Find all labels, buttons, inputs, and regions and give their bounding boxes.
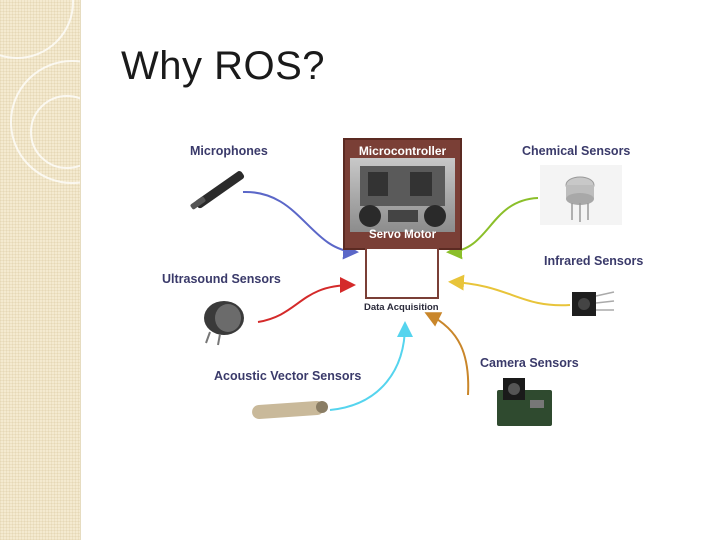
- chemical-arrow: [446, 197, 539, 260]
- label-infrared-sensors: Infrared Sensors: [544, 254, 644, 268]
- infrared-sensor-image: [572, 291, 615, 316]
- microphones-arrow: [242, 190, 359, 260]
- label-camera-sensors: Camera Sensors: [480, 356, 579, 370]
- microphone-image: [190, 171, 245, 210]
- chemical-sensor-image: [540, 165, 622, 225]
- label-ultrasound-sensors: Ultrasound Sensors: [162, 272, 281, 286]
- infrared-arrow: [448, 274, 571, 307]
- data-acquisition-frame: [365, 247, 439, 299]
- ultrasound-sensor-image: [204, 301, 244, 346]
- microcontroller-box: Microcontroller Servo Motor: [343, 138, 462, 250]
- data-acquisition-label: Data Acquisition: [364, 302, 439, 313]
- label-acoustic-vector-sensors: Acoustic Vector Sensors: [214, 369, 362, 383]
- robot-photo: [350, 158, 455, 232]
- label-chemical-sensors: Chemical Sensors: [522, 144, 631, 158]
- microcontroller-label: Microcontroller: [358, 144, 447, 158]
- label-microphones: Microphones: [190, 144, 268, 158]
- ultrasound-arrow: [257, 277, 356, 323]
- band-divider: [80, 0, 81, 540]
- acoustic-vector-probe-image: [252, 400, 328, 420]
- slide-title: Why ROS?: [121, 44, 326, 88]
- camera-module-image: [497, 378, 552, 426]
- acoustic-vector-arrow: [329, 321, 413, 411]
- camera-arrow: [424, 312, 470, 396]
- servo-motor-label: Servo Motor: [368, 229, 437, 241]
- decorative-side-band: [0, 0, 80, 540]
